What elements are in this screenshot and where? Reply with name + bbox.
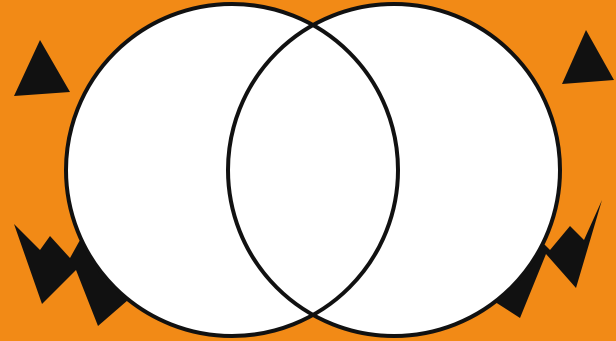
venn-diagram-svg (0, 0, 616, 341)
venn-diagram-canvas (0, 0, 616, 341)
